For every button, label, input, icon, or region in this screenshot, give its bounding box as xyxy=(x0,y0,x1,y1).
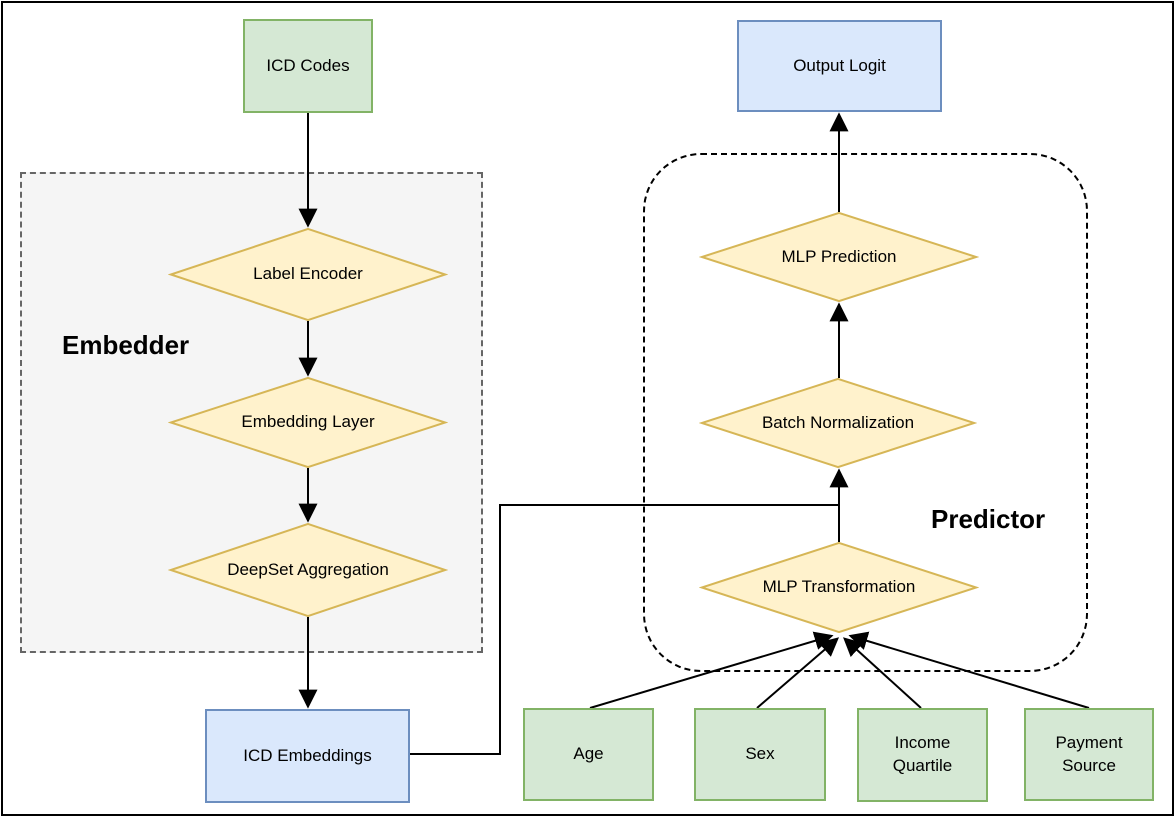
predictor-group-box xyxy=(643,153,1088,672)
node-income-quartile-label: Income Quartile xyxy=(892,733,953,775)
node-icd-embeddings-label: ICD Embeddings xyxy=(243,745,372,765)
node-sex-label: Sex xyxy=(745,744,775,764)
edge-sex-to-mlp-transformation xyxy=(756,637,840,709)
diamond-shape xyxy=(699,212,979,302)
edge-icd-embeddings-connector xyxy=(410,504,839,755)
node-mlp-transformation-label: MLP Transformation xyxy=(762,577,916,597)
node-age: Age xyxy=(523,708,654,801)
node-label-encoder-label: Label Encoder xyxy=(253,264,363,284)
node-output-logit-label: Output Logit xyxy=(793,55,886,75)
node-embedding-layer-label: Embedding Layer xyxy=(241,412,375,432)
node-age-label: Age xyxy=(573,744,604,764)
node-mlp-prediction-label: MLP Prediction xyxy=(781,246,897,266)
node-payment-source-label: Payment Source xyxy=(1055,732,1123,775)
node-sex: Sex xyxy=(694,708,826,801)
node-income-quartile: Income Quartile xyxy=(857,708,988,802)
edge-income-quartile-to-mlp-transformation xyxy=(843,637,922,709)
node-output-logit: Output Logit xyxy=(737,20,942,112)
node-batch-normalization: Batch Normalization xyxy=(699,378,977,468)
node-label-encoder: Label Encoder xyxy=(168,228,448,321)
diamond-shape xyxy=(699,378,977,468)
node-embedding-layer: Embedding Layer xyxy=(168,377,448,468)
edge-payment-source-to-mlp-transformation xyxy=(848,631,1090,709)
node-mlp-prediction: MLP Prediction xyxy=(699,212,979,302)
node-icd-codes: ICD Codes xyxy=(243,19,373,113)
edge-age-to-mlp-transformation xyxy=(589,631,834,709)
diamond-shape xyxy=(168,377,448,468)
diamond-shape xyxy=(168,228,448,321)
diamond-shape xyxy=(168,523,448,617)
node-mlp-transformation: MLP Transformation xyxy=(699,542,979,633)
node-deepset-aggregation-label: DeepSet Aggregation xyxy=(227,559,389,579)
node-icd-embeddings: ICD Embeddings xyxy=(205,709,410,803)
node-deepset-aggregation: DeepSet Aggregation xyxy=(168,523,448,617)
node-icd-codes-label: ICD Codes xyxy=(266,55,350,75)
diamond-shape xyxy=(699,542,979,633)
node-payment-source: Payment Source xyxy=(1024,708,1154,801)
embedder-group-label: Embedder xyxy=(62,330,190,360)
predictor-group-label: Predictor xyxy=(931,504,1046,534)
node-batch-normalization-label: Batch Normalization xyxy=(761,412,915,432)
